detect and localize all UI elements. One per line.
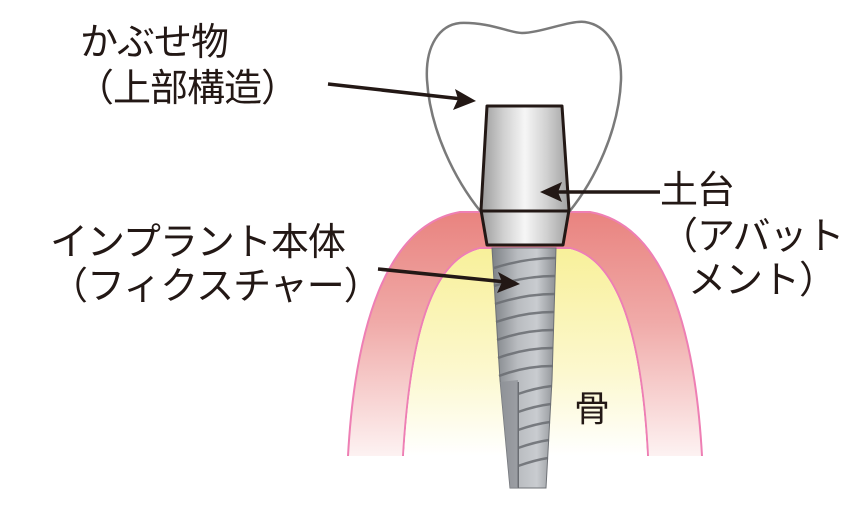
crown-sublabel: （上部構造） xyxy=(76,66,299,110)
arrow-crown xyxy=(327,82,476,110)
implant-fixture xyxy=(491,247,557,489)
crown-outline xyxy=(425,20,623,213)
fixture-label: インプラント本体 xyxy=(50,220,346,264)
fixture-sublabel: （フィクスチャー） xyxy=(50,264,382,308)
abutment xyxy=(479,104,571,247)
arrow-abutment xyxy=(540,182,660,202)
abutment-sublabel-line1: （アバット xyxy=(660,214,844,258)
abutment-label: 土台 xyxy=(660,168,735,212)
abutment-sublabel-line2: メント） xyxy=(688,258,837,302)
arrow-fixture xyxy=(377,267,520,293)
bone-label: 骨 xyxy=(574,389,610,430)
crown-label: かぶせ物 xyxy=(80,20,229,64)
